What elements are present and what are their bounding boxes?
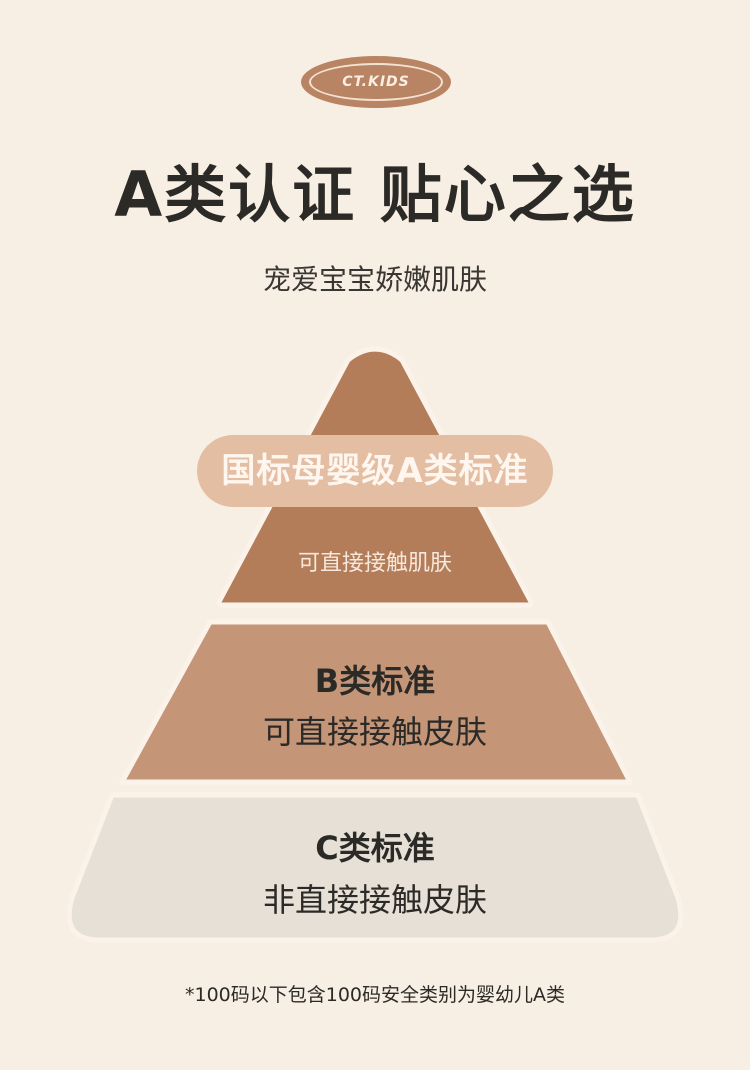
brand-badge-text: CT.KIDS [342,74,410,90]
tier-c-description: 非直接接触皮肤 [262,881,487,919]
tier-b-heading: B类标准 [314,662,436,700]
brand-badge: CT.KIDS [301,56,451,108]
tier-b-description: 可直接接触皮肤 [262,713,487,751]
page-subtitle: 宠爱宝宝娇嫩肌肤 [262,263,487,296]
tier-c-shape [66,792,684,943]
page-title: A类认证 贴心之选 [114,158,636,231]
tier-a-description: 可直接接触肌肤 [297,551,452,576]
badge-ring [309,63,443,101]
footnote: *100码以下包含100码安全类别为婴幼儿A类 [184,984,566,1006]
tier-c-heading: C类标准 [315,829,435,867]
tier-a-heading: 国标母婴级A类标准 [197,435,553,507]
tier-b-shape [119,619,633,785]
